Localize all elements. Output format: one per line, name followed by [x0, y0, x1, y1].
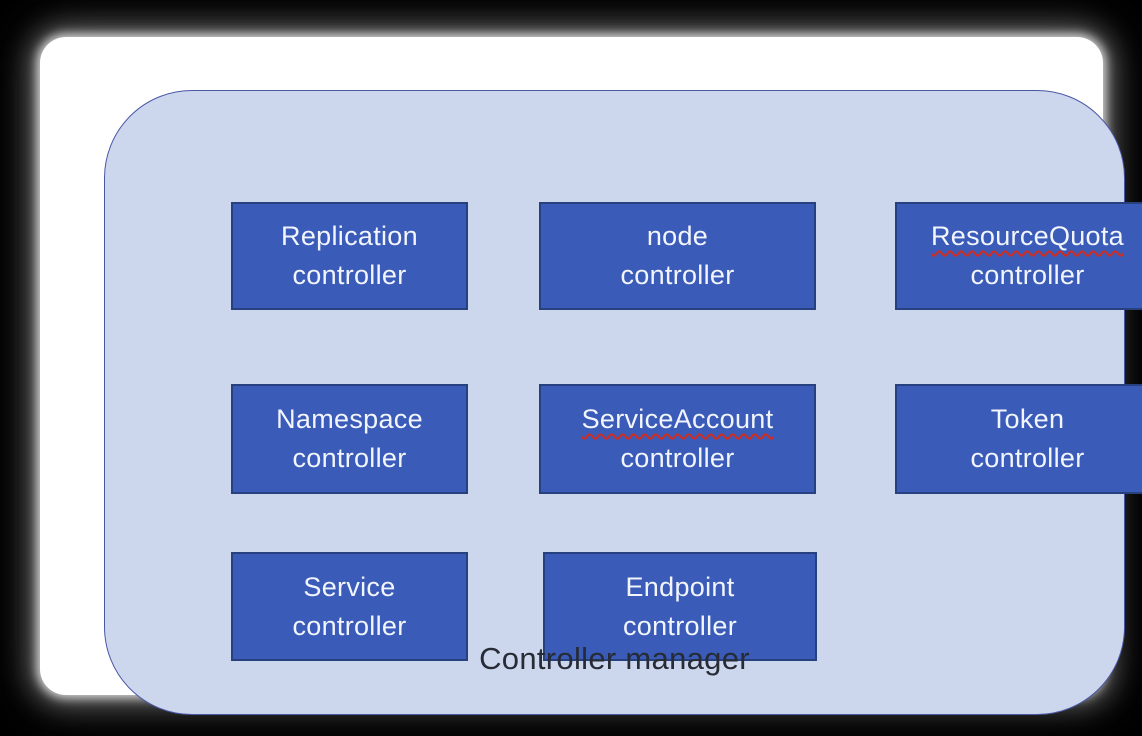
- box-label-line1: node: [646, 221, 709, 251]
- controller-manager-group: Replication controller node controller R…: [104, 90, 1142, 715]
- box-label-line2: controller: [292, 260, 407, 290]
- box-resourcequota-controller: ResourceQuota controller: [895, 202, 1142, 310]
- box-serviceaccount-controller: ServiceAccount controller: [539, 384, 816, 494]
- box-label-line1: Service: [303, 571, 396, 602]
- box-label-line2: controller: [970, 260, 1085, 290]
- box-label-line1: ServiceAccount: [581, 404, 774, 434]
- box-label-line1: ResourceQuota: [930, 221, 1124, 251]
- box-label-line1: Namespace: [276, 404, 423, 434]
- box-token-controller: Token controller: [895, 384, 1142, 494]
- box-label-line2: controller: [292, 610, 407, 641]
- box-endpoint-controller: Endpoint controller: [543, 552, 817, 661]
- slide-card: Replication controller node controller R…: [40, 37, 1142, 715]
- box-label-line1: Replication: [281, 221, 418, 251]
- box-label-line2: controller: [622, 610, 738, 641]
- box-label-line2: controller: [620, 443, 735, 473]
- box-label-line1: Token: [990, 404, 1065, 434]
- box-namespace-controller: Namespace controller: [231, 384, 468, 494]
- box-label-line2: controller: [620, 260, 735, 290]
- box-service-controller: Service controller: [231, 552, 468, 661]
- box-node-controller: node controller: [539, 202, 816, 310]
- box-label-line1: Endpoint: [625, 571, 735, 602]
- box-label-line2: controller: [292, 443, 407, 473]
- box-replication-controller: Replication controller: [231, 202, 468, 310]
- box-label-line2: controller: [970, 443, 1085, 473]
- diagram-title: Controller manager: [479, 641, 750, 676]
